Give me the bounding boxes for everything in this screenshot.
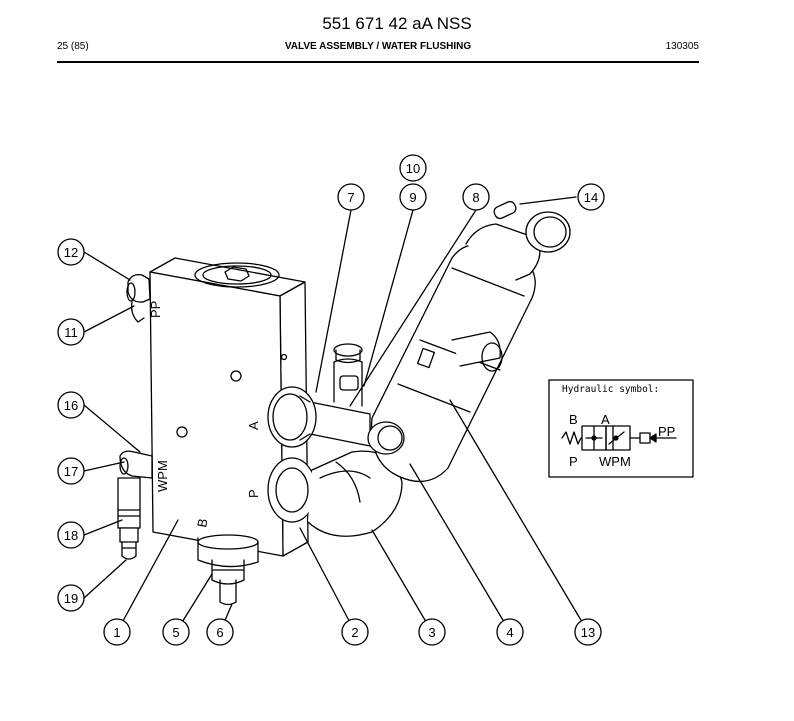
- hydraulic-label-p: P: [569, 454, 578, 469]
- callout-label-19: 19: [64, 591, 78, 606]
- callout-circle-17: [57, 457, 85, 485]
- callout-label-4: 4: [506, 625, 513, 640]
- mark-a: A: [246, 421, 261, 430]
- elbow-fitting-pp: [126, 274, 151, 323]
- callout-label-10: 10: [406, 161, 420, 176]
- callout-label-12: 12: [64, 245, 78, 260]
- callout-label-7: 7: [347, 190, 354, 205]
- callout-circle-11: [57, 318, 85, 346]
- mark-wpm: WPM: [155, 460, 170, 492]
- hydraulic-label-b: B: [569, 412, 578, 427]
- mark-pp: PP: [148, 301, 163, 318]
- callout-label-8: 8: [472, 190, 479, 205]
- hydraulic-title: Hydraulic symbol:: [562, 384, 659, 395]
- callout-label-6: 6: [216, 625, 223, 640]
- callout-label-9: 9: [409, 190, 416, 205]
- callout-label-1: 1: [113, 625, 120, 640]
- callout-label-14: 14: [584, 190, 598, 205]
- bottom-fitting: [197, 534, 259, 606]
- callout-label-2: 2: [351, 625, 358, 640]
- callout-circle-16: [57, 391, 85, 419]
- callout-label-18: 18: [64, 528, 78, 543]
- mark-p: P: [246, 489, 261, 498]
- callout-label-5: 5: [172, 625, 179, 640]
- hydraulic-label-wpm: WPM: [599, 454, 631, 469]
- callout-circle-18: [57, 521, 85, 549]
- document-code: 130305: [665, 41, 699, 52]
- mark-b: B: [194, 517, 210, 528]
- hydraulic-label-a: A: [601, 412, 610, 427]
- document-title: 551 671 42 aA NSS: [322, 14, 472, 33]
- header-rule: [57, 61, 699, 63]
- callout-circle-3: [418, 618, 446, 646]
- callout-circle-8: [462, 183, 490, 211]
- section-title: VALVE ASSEMBLY / WATER FLUSHING: [284, 41, 472, 52]
- callout-label-13: 13: [581, 625, 595, 640]
- callout-circle-2: [341, 618, 369, 646]
- callout-circle-5: [162, 618, 190, 646]
- callout-circle-12: [57, 238, 85, 266]
- hydraulic-label-pp: PP: [658, 424, 675, 439]
- callout-circle-9: [399, 183, 427, 211]
- side-fitting-assembly: [117, 450, 153, 560]
- hydraulic-symbol-panel: [548, 379, 694, 478]
- callout-label-17: 17: [64, 464, 78, 479]
- callout-circle-4: [496, 618, 524, 646]
- callout-circle-13: [574, 618, 602, 646]
- callout-label-3: 3: [428, 625, 435, 640]
- callout-circle-7: [337, 183, 365, 211]
- diagonal-valve: [367, 200, 571, 483]
- leader-lines: [83, 196, 589, 633]
- callout-circle-6: [206, 618, 234, 646]
- tee-fitting-upper: [267, 343, 371, 448]
- callout-label-16: 16: [64, 398, 78, 413]
- callout-circle-14: [577, 183, 605, 211]
- body-markings: PP WPM A P B: [148, 301, 261, 529]
- page-number: 25 (85): [57, 41, 89, 52]
- callout-circle-1: [103, 618, 131, 646]
- callout-label-11: 11: [64, 325, 78, 340]
- callout-circle-19: [57, 584, 85, 612]
- hydraulic-symbol-labels: Hydraulic symbol: B A P WPM PP: [562, 384, 675, 469]
- callout-circle-10: [399, 154, 427, 182]
